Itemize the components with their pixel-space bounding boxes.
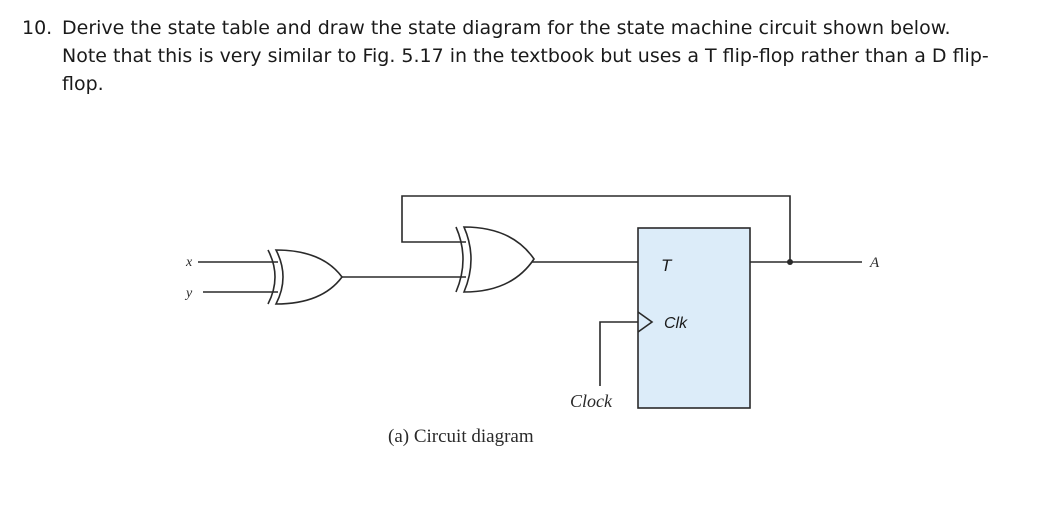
wires xyxy=(198,195,862,386)
input-x-label: x xyxy=(185,255,193,270)
clock-triangle-icon xyxy=(637,311,654,333)
clock-label: Clock xyxy=(570,391,613,411)
question-number: 10. xyxy=(22,17,53,39)
wire-clock xyxy=(599,321,638,386)
input-y-label: y xyxy=(184,286,193,301)
or-gate xyxy=(455,226,535,293)
wire-feedback xyxy=(401,195,791,262)
question-line-2: Note that this is very similar to Fig. 5… xyxy=(62,45,989,67)
question-line-1: Derive the state table and draw the stat… xyxy=(62,17,951,39)
junction-dot xyxy=(787,259,793,265)
ff-t-label: T xyxy=(661,256,673,275)
t-flip-flop xyxy=(637,227,751,409)
question-text: 10. Derive the state table and draw the s… xyxy=(22,14,1022,98)
ff-clk-label: Clk xyxy=(664,315,688,332)
xor-gate xyxy=(267,249,343,305)
figure-caption: (a) Circuit diagram xyxy=(388,426,534,447)
question-line-3: flop. xyxy=(62,73,104,95)
output-a-label: A xyxy=(869,255,880,271)
